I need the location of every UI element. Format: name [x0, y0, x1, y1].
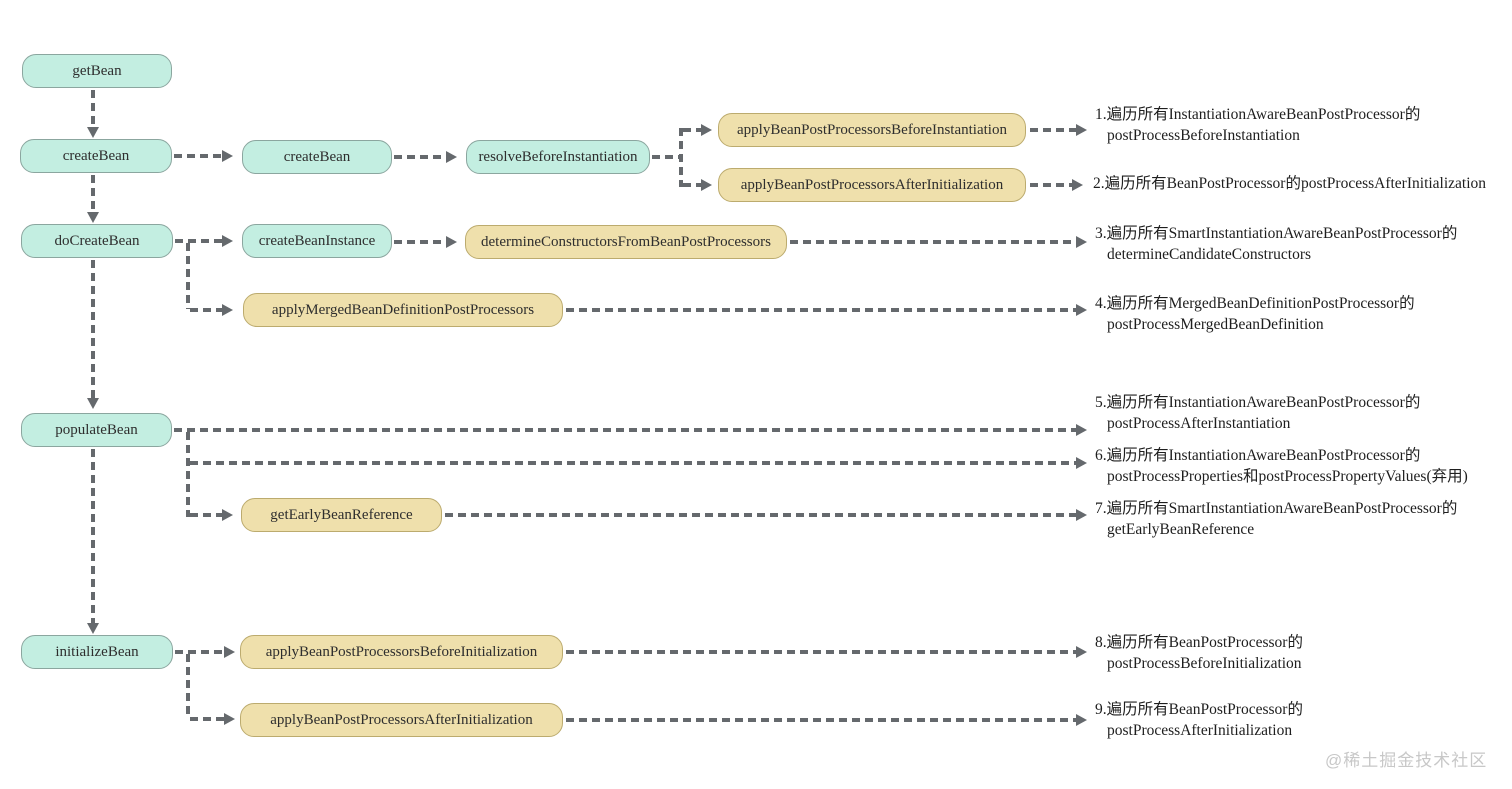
annotation-line: getEarlyBeanReference: [1107, 521, 1255, 538]
node-initialize-bean: initializeBean: [21, 635, 173, 669]
connector-to-annotation-5: [174, 428, 1076, 432]
connector-to-annotation-9: [566, 718, 1076, 722]
arrowhead-right-icon: [701, 179, 712, 191]
node-resolve-before-instantiation: resolveBeforeInstantiation: [466, 140, 650, 174]
annotation-line: 7.遍历所有SmartInstantiationAwareBeanPostPro…: [1095, 500, 1458, 517]
annotation-note-7: 7.遍历所有SmartInstantiationAwareBeanPostPro…: [1095, 498, 1457, 540]
arrowhead-right-icon: [1076, 424, 1087, 436]
node-do-create-bean: doCreateBean: [21, 224, 173, 258]
arrowhead-right-icon: [1076, 646, 1087, 658]
arrowhead-right-icon: [1076, 304, 1087, 316]
arrowhead-right-icon: [1076, 124, 1087, 136]
annotation-note-6: 6.遍历所有InstantiationAwareBeanPostProcesso…: [1095, 445, 1468, 487]
arrowhead-right-icon: [446, 151, 457, 163]
connector-to-annotation-8: [566, 650, 1076, 654]
connector-to-annotation-1: [1030, 128, 1076, 132]
node-get-early-bean-reference: getEarlyBeanReference: [241, 498, 442, 532]
connector-populatebean-branch: [186, 432, 190, 517]
node-apply-bean-post-processors-after-initialization-2: applyBeanPostProcessorsAfterInitializati…: [240, 703, 563, 737]
connector-to-annotation-6: [190, 461, 1076, 465]
annotation-note-2: 2.遍历所有BeanPostProcessor的postProcessAfter…: [1093, 173, 1486, 194]
annotation-line: determineCandidateConstructors: [1107, 246, 1312, 263]
arrowhead-right-icon: [222, 150, 233, 162]
connector-initializebean-branch: [186, 654, 190, 717]
connector-to-annotation-3: [790, 240, 1076, 244]
connector-split-after-initialization: [683, 183, 701, 187]
connector-to-annotation-7: [445, 513, 1076, 517]
annotation-line: postProcessBeforeInitialization: [1107, 655, 1302, 672]
arrowhead-right-icon: [446, 236, 457, 248]
annotation-line: postProcessProperties和postProcessPropert…: [1107, 468, 1468, 485]
connector-resolve-split: [652, 155, 681, 159]
arrowhead-down-icon: [87, 398, 99, 409]
connector-to-afterinit: [190, 717, 224, 721]
arrowhead-right-icon: [1072, 179, 1083, 191]
arrowhead-right-icon: [224, 646, 235, 658]
annotation-line: 8.遍历所有BeanPostProcessor的: [1095, 634, 1303, 651]
connector-initializebean-beforeinit: [175, 650, 224, 654]
annotation-line: 6.遍历所有InstantiationAwareBeanPostProcesso…: [1095, 447, 1421, 464]
node-populate-bean: populateBean: [21, 413, 172, 447]
annotation-line: postProcessMergedBeanDefinition: [1107, 316, 1324, 333]
arrowhead-right-icon: [1076, 509, 1087, 521]
arrowhead-right-icon: [222, 509, 233, 521]
node-get-bean: getBean: [22, 54, 172, 88]
annotation-note-5: 5.遍历所有InstantiationAwareBeanPostProcesso…: [1095, 392, 1420, 434]
annotation-line: postProcessAfterInitialization: [1107, 722, 1293, 739]
connector-createbean-createbean2: [174, 154, 222, 158]
annotation-note-3: 3.遍历所有SmartInstantiationAwareBeanPostPro…: [1095, 223, 1457, 265]
arrowhead-right-icon: [1076, 236, 1087, 248]
node-create-bean-instance: createBeanInstance: [242, 224, 392, 258]
annotation-line: 2.遍历所有BeanPostProcessor的postProcessAfter…: [1093, 175, 1487, 192]
annotation-line: 9.遍历所有BeanPostProcessor的: [1095, 701, 1303, 718]
arrowhead-right-icon: [1076, 714, 1087, 726]
connector-createbean-docreatebean: [91, 175, 95, 212]
connector-getbean-createbean: [91, 90, 95, 127]
connector-docreatebean-createbeaninstance: [175, 239, 222, 243]
arrowhead-down-icon: [87, 623, 99, 634]
connector-to-applymerged: [190, 308, 222, 312]
annotation-line: 3.遍历所有SmartInstantiationAwareBeanPostPro…: [1095, 225, 1458, 242]
arrowhead-right-icon: [222, 235, 233, 247]
node-apply-bean-post-processors-after-initialization: applyBeanPostProcessorsAfterInitializati…: [718, 168, 1026, 202]
arrowhead-right-icon: [224, 713, 235, 725]
arrowhead-right-icon: [701, 124, 712, 136]
arrowhead-down-icon: [87, 212, 99, 223]
arrowhead-right-icon: [222, 304, 233, 316]
annotation-line: 1.遍历所有InstantiationAwareBeanPostProcesso…: [1095, 106, 1421, 123]
connector-createbean2-resolve: [394, 155, 446, 159]
annotation-line: 5.遍历所有InstantiationAwareBeanPostProcesso…: [1095, 394, 1421, 411]
annotation-note-4: 4.遍历所有MergedBeanDefinitionPostProcessor的…: [1095, 293, 1415, 335]
connector-docreatebean-populatebean: [91, 260, 95, 398]
connector-split-before-instantiation: [683, 128, 701, 132]
annotation-note-1: 1.遍历所有InstantiationAwareBeanPostProcesso…: [1095, 104, 1420, 146]
node-apply-merged-bean-definition-post-processors: applyMergedBeanDefinitionPostProcessors: [243, 293, 563, 327]
connector-to-annotation-2: [1030, 183, 1072, 187]
node-apply-bean-post-processors-before-instantiation: applyBeanPostProcessorsBeforeInstantiati…: [718, 113, 1026, 147]
node-create-bean: createBean: [20, 139, 172, 173]
annotation-line: postProcessBeforeInstantiation: [1107, 127, 1300, 144]
annotation-note-8: 8.遍历所有BeanPostProcessor的 postProcessBefo…: [1095, 632, 1303, 674]
node-apply-bean-post-processors-before-initialization: applyBeanPostProcessorsBeforeInitializat…: [240, 635, 563, 669]
arrowhead-right-icon: [1076, 457, 1087, 469]
connector-createbeaninstance-determine: [394, 240, 446, 244]
connector-to-annotation-4: [566, 308, 1076, 312]
connector-populatebean-initializebean: [91, 449, 95, 623]
annotation-note-9: 9.遍历所有BeanPostProcessor的 postProcessAfte…: [1095, 699, 1303, 741]
annotation-line: 4.遍历所有MergedBeanDefinitionPostProcessor的: [1095, 295, 1415, 312]
watermark: @稀土掘金技术社区: [1325, 751, 1488, 770]
node-determine-constructors-from-bean-post-processors: determineConstructorsFromBeanPostProcess…: [465, 225, 787, 259]
connector-to-getearlybeanreference: [190, 513, 222, 517]
connector-split-vertical: [679, 128, 683, 187]
connector-docreatebean-branch: [186, 243, 190, 309]
arrowhead-down-icon: [87, 127, 99, 138]
annotation-line: postProcessAfterInstantiation: [1107, 415, 1291, 432]
node-create-bean-2: createBean: [242, 140, 392, 174]
